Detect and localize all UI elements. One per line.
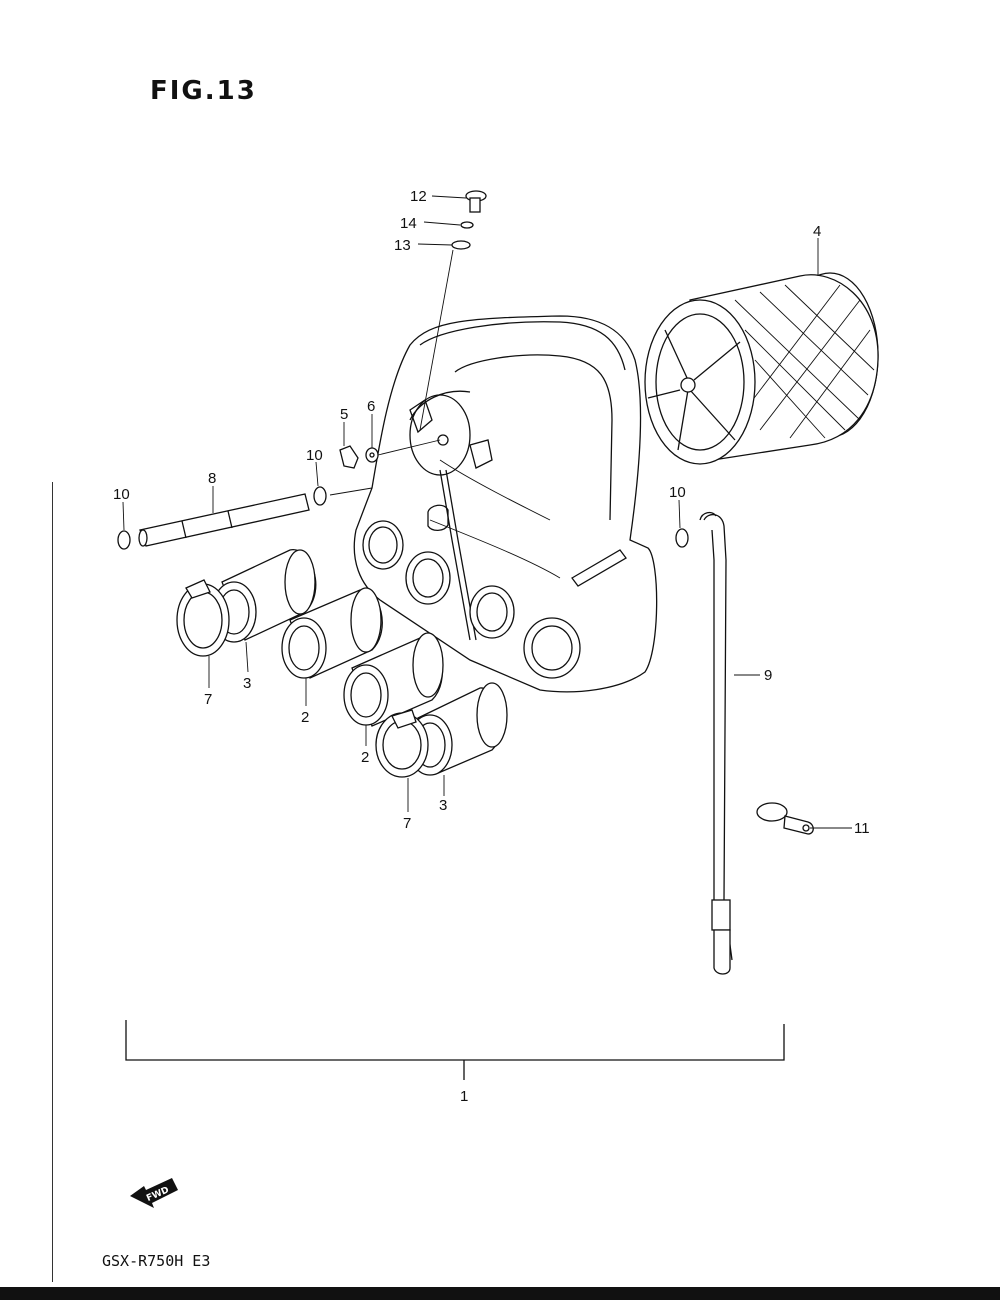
callout-6: 6 xyxy=(367,398,375,415)
clamp-7-upper xyxy=(176,579,230,657)
callout-10c: 10 xyxy=(669,484,686,501)
callout-2b: 2 xyxy=(361,749,369,766)
assembly-bracket xyxy=(125,1020,785,1080)
callout-10a: 10 xyxy=(306,447,323,464)
callout-8: 8 xyxy=(208,470,216,487)
hose-clip-10c xyxy=(675,528,689,548)
hose-clip-10a xyxy=(117,530,131,550)
callout-1: 1 xyxy=(460,1088,468,1105)
intake-pipe-2-upper xyxy=(281,587,383,679)
callout-3b: 3 xyxy=(439,797,447,814)
callout-9: 9 xyxy=(764,667,772,684)
model-code: GSX-R750H E3 xyxy=(102,1252,211,1270)
clamp-11 xyxy=(756,802,814,835)
callout-5: 5 xyxy=(340,406,348,423)
breather-hose-9 xyxy=(699,511,733,975)
callout-11: 11 xyxy=(854,820,870,837)
intake-pipe-3-upper xyxy=(211,549,317,643)
screw-12 xyxy=(465,190,487,213)
page-binding-line xyxy=(52,482,53,1282)
leader-lines xyxy=(122,195,852,829)
air-cleaner-box xyxy=(353,315,658,693)
callout-14: 14 xyxy=(400,215,417,232)
air-filter-element xyxy=(644,272,879,465)
callout-4: 4 xyxy=(813,223,821,240)
callouts: 12 14 13 4 5 6 10 8 10 10 9 11 7 3 2 2 7… xyxy=(113,188,870,1105)
callout-2a: 2 xyxy=(301,709,309,726)
fwd-label: FWD xyxy=(145,1185,171,1204)
forward-arrow-icon: FWD xyxy=(130,1178,178,1208)
figure-title: FIG.13 xyxy=(150,76,257,106)
clamp-7-lower xyxy=(375,709,429,778)
clip-5 xyxy=(339,445,359,469)
hose-clip-10b xyxy=(313,486,327,506)
grommet-6 xyxy=(365,447,379,463)
intake-pipe-2-lower xyxy=(343,632,444,727)
callout-12: 12 xyxy=(410,188,427,205)
callout-10b: 10 xyxy=(113,486,130,503)
callout-13: 13 xyxy=(394,237,411,254)
washer-13 xyxy=(451,240,471,250)
callout-7a: 7 xyxy=(204,691,212,708)
drain-tube-8 xyxy=(138,493,310,547)
callout-7b: 7 xyxy=(403,815,411,832)
washer-14 xyxy=(460,221,474,229)
bottom-border xyxy=(0,1287,1000,1300)
callout-3a: 3 xyxy=(243,675,251,692)
